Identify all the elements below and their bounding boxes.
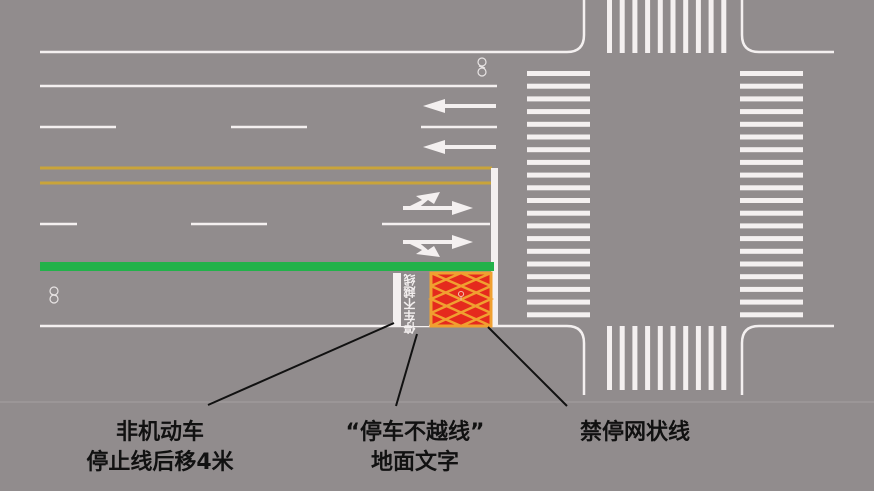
crosswalk-stripe	[527, 109, 590, 115]
road-edges	[40, 0, 834, 395]
crosswalk-stripe	[619, 0, 625, 53]
crosswalk-south	[607, 326, 727, 390]
label-line: 停止线后移4米	[86, 450, 234, 475]
crosswalk-stripe	[632, 326, 638, 390]
crosswalk-stripe	[670, 0, 676, 53]
crosswalk-stripe	[657, 326, 663, 390]
bicycle-icon	[477, 57, 487, 77]
crosswalk-stripe	[740, 185, 803, 191]
crosswalk-stripe	[527, 83, 590, 89]
crosswalk-stripe	[740, 109, 803, 115]
label-bike-stop-line: 非机动车 停止线后移4米	[40, 418, 280, 478]
crosswalk-stripe	[527, 172, 590, 178]
vehicle-stop-line	[491, 168, 498, 326]
stop-text-area	[401, 273, 429, 326]
left-arrow-icon	[423, 140, 496, 154]
crosswalk-stripe	[740, 121, 803, 127]
crosswalk-stripe	[527, 299, 590, 305]
label-line: 非机动车	[115, 420, 204, 445]
crosswalk-stripe	[670, 326, 676, 390]
crosswalk-north	[607, 0, 727, 53]
crosswalk-stripe	[740, 223, 803, 229]
stop-line-road-text: 停车不越线	[403, 274, 417, 334]
top-left-curb	[40, 0, 586, 54]
crosswalk-stripe	[527, 274, 590, 280]
crosswalk-stripe	[527, 261, 590, 267]
double-yellow-centerline	[40, 166, 492, 185]
bottom-left-curb	[40, 324, 586, 395]
bicycle-icon	[49, 286, 59, 304]
leader-line-no-stop-grid	[487, 326, 568, 407]
crosswalk-stripe	[527, 147, 590, 153]
crosswalk-stripe	[740, 248, 803, 254]
crosswalk-stripe	[695, 0, 701, 53]
crosswalk-stripe	[740, 71, 803, 76]
crosswalk-stripe	[721, 0, 727, 53]
crosswalk-stripe	[527, 223, 590, 229]
crosswalk-stripe	[740, 236, 803, 242]
crosswalk-stripe	[527, 121, 590, 127]
crosswalk-stripe	[607, 326, 612, 390]
crosswalk-stripe	[740, 172, 803, 178]
crosswalk-stripe	[683, 0, 689, 53]
leader-lines	[207, 322, 568, 407]
crosswalk-stripe	[740, 261, 803, 267]
bottom-right-curb	[740, 324, 834, 395]
crosswalk-stripe	[527, 236, 590, 242]
label-line: “停车不越线”	[345, 420, 485, 445]
crosswalk-stripe	[740, 210, 803, 216]
label-no-stop-grid: 禁停网状线	[535, 418, 735, 448]
crosswalk-stripe	[657, 0, 663, 53]
left-turn-straight-arrow-icon	[403, 192, 473, 215]
left-turn-straight-arrow-icon	[403, 235, 473, 257]
left-arrow-icon	[423, 99, 496, 113]
bicycle-icon: ⚲	[457, 289, 465, 302]
crosswalk-stripe	[740, 147, 803, 153]
leader-line-bike-stop	[207, 322, 395, 406]
crosswalk-stripe	[607, 0, 612, 53]
crosswalk-stripe	[740, 299, 803, 305]
no-stop-grid-box: ⚲	[427, 271, 495, 328]
crosswalk-stripe	[619, 326, 625, 390]
crosswalk-stripe	[527, 159, 590, 165]
crosswalk-stripe	[527, 185, 590, 191]
crosswalk-stripe	[740, 274, 803, 280]
crosswalk-stripe	[740, 159, 803, 165]
crosswalk-stripe	[708, 0, 714, 53]
crosswalk-stripe	[708, 326, 714, 390]
crosswalk-stripe	[527, 286, 590, 292]
crosswalk-stripe	[632, 0, 638, 53]
label-line: 禁停网状线	[579, 420, 690, 445]
crosswalk-east	[740, 71, 803, 318]
crosswalk-stripe	[527, 134, 590, 140]
bike-lane-green-line	[40, 262, 494, 271]
crosswalk-stripe	[527, 248, 590, 254]
leader-line-stop-text	[395, 333, 418, 407]
crosswalk-stripe	[721, 326, 727, 390]
top-right-curb	[740, 0, 834, 54]
lane-lines	[40, 84, 497, 226]
crosswalk-stripe	[740, 134, 803, 140]
crosswalk-stripe	[645, 326, 651, 390]
crosswalk-stripe	[695, 326, 701, 390]
crosswalk-stripe	[527, 210, 590, 216]
label-line: 地面文字	[370, 450, 459, 475]
crosswalk-stripe	[527, 198, 590, 203]
crosswalk-stripe	[740, 286, 803, 292]
crosswalk-west	[527, 71, 590, 318]
crosswalk-stripe	[645, 0, 651, 53]
crosswalk-stripe	[740, 83, 803, 89]
crosswalk-stripe	[527, 71, 590, 76]
crosswalk-stripe	[740, 198, 803, 203]
crosswalk-stripe	[740, 96, 803, 102]
crosswalk-stripe	[683, 326, 689, 390]
crosswalk-stripe	[527, 96, 590, 102]
crosswalk-stripe	[527, 312, 590, 318]
bike-stop-line	[393, 273, 401, 326]
label-stop-text: “停车不越线” 地面文字	[300, 418, 530, 478]
crosswalk-stripe	[740, 312, 803, 318]
